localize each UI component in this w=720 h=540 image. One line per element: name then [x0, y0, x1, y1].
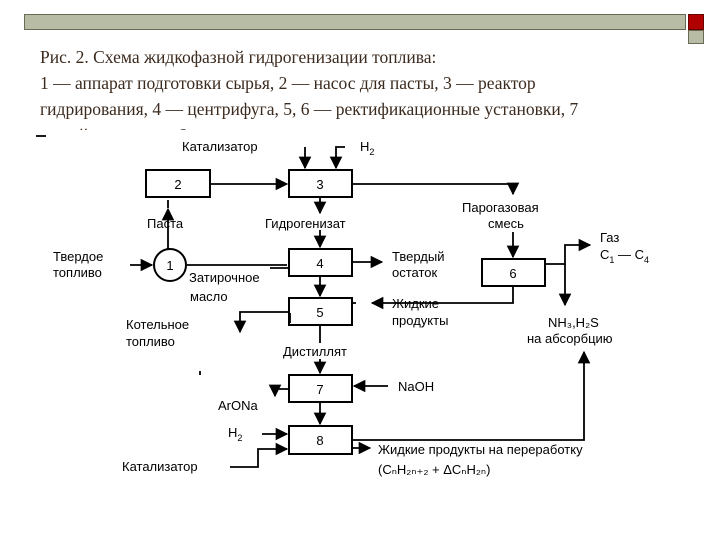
caption-line: гидрирования, 4 — центрифуга, 5, 6 — рек… — [40, 99, 579, 119]
unit-number: 8 — [316, 433, 323, 448]
label-catalyst-bottom: Катализатор — [122, 459, 198, 474]
title-bar-decoration — [24, 14, 686, 30]
caption-line: Рис. 2. Схема жидкофазной гидрогенизации… — [40, 47, 437, 67]
flow-gas-out — [545, 238, 592, 265]
unit-number: 6 — [509, 266, 516, 281]
flow-recycle-up — [352, 350, 591, 441]
accent-square-secondary — [688, 30, 704, 44]
unit-6-rectification: 6 — [481, 258, 546, 287]
label-liquid-products: продукты — [392, 313, 448, 328]
flow-vapor-gas — [352, 182, 520, 196]
caption-line: — нейтрализатор, 8 — реактор гидроочистк… — [40, 122, 670, 130]
flow-catalyst-bottom-in — [230, 442, 289, 468]
label-solid-fuel: топливо — [53, 265, 102, 280]
unit-3-reactor: 3 — [288, 169, 353, 198]
unit-number: 2 — [174, 177, 181, 192]
label-paste: Паста — [147, 216, 184, 231]
caption-line: 1 — аппарат подготовки сырья, 2 — насос … — [40, 73, 536, 93]
unit-1-feed-preparation: 1 — [153, 248, 187, 282]
label-hydrogenate: Гидрогенизат — [265, 216, 346, 231]
label-boiler-fuel: топливо — [126, 334, 175, 349]
label-catalyst-top: Катализатор — [182, 139, 258, 154]
label-solid-fuel: Твердое — [53, 249, 103, 264]
label-boiler-fuel: Котельное — [126, 317, 189, 332]
label-grind-oil: масло — [190, 289, 228, 304]
label-gas: Газ — [600, 230, 619, 245]
label-liquid-refining: Жидкие продукты на переработку — [378, 442, 583, 457]
flow-h2-in — [329, 146, 345, 170]
flow-arona-out — [268, 384, 289, 398]
unit-7-neutralizer: 7 — [288, 374, 353, 403]
label-vapor-gas: Парогазовая — [462, 200, 539, 215]
accent-square — [688, 14, 704, 30]
label-solid-residue: остаток — [392, 265, 438, 280]
label-grind-oil: Затирочное — [189, 270, 260, 285]
unit-number: 5 — [316, 305, 323, 320]
label-nh3-h2s: NH₃,H₂S — [548, 315, 599, 330]
unit-number: 7 — [316, 382, 323, 397]
unit-number: 1 — [166, 258, 173, 273]
unit-5-rectification: 5 — [288, 297, 353, 326]
label-distillate: Дистиллят — [283, 344, 347, 359]
label-arona: ArONa — [218, 398, 259, 413]
flow-boiler-fuel — [233, 311, 289, 334]
label-h2-bottom: H2 — [228, 425, 242, 443]
unit-8-hydrotreating-reactor: 8 — [288, 425, 353, 455]
label-c1-c4: С1 — С4 — [600, 247, 649, 265]
label-formula: (CₙH₂ₙ₊₂ + ΔCₙH₂ₙ) — [378, 462, 490, 477]
label-liquid-products: Жидкие — [392, 296, 439, 311]
label-h2-top: H2 — [360, 139, 374, 157]
label-naoh: NaOH — [398, 379, 434, 394]
label-solid-residue: Твердый — [392, 249, 444, 264]
figure-caption: Рис. 2. Схема жидкофазной гидрогенизации… — [40, 44, 670, 130]
unit-number: 3 — [316, 177, 323, 192]
label-to-absorption: на абсорбцию — [527, 331, 613, 346]
label-vapor-gas: смесь — [488, 216, 524, 231]
unit-2-paste-pump: 2 — [145, 169, 211, 198]
flow-liquid-products — [370, 286, 514, 310]
unit-4-centrifuge: 4 — [288, 248, 353, 277]
unit-number: 4 — [316, 256, 323, 271]
